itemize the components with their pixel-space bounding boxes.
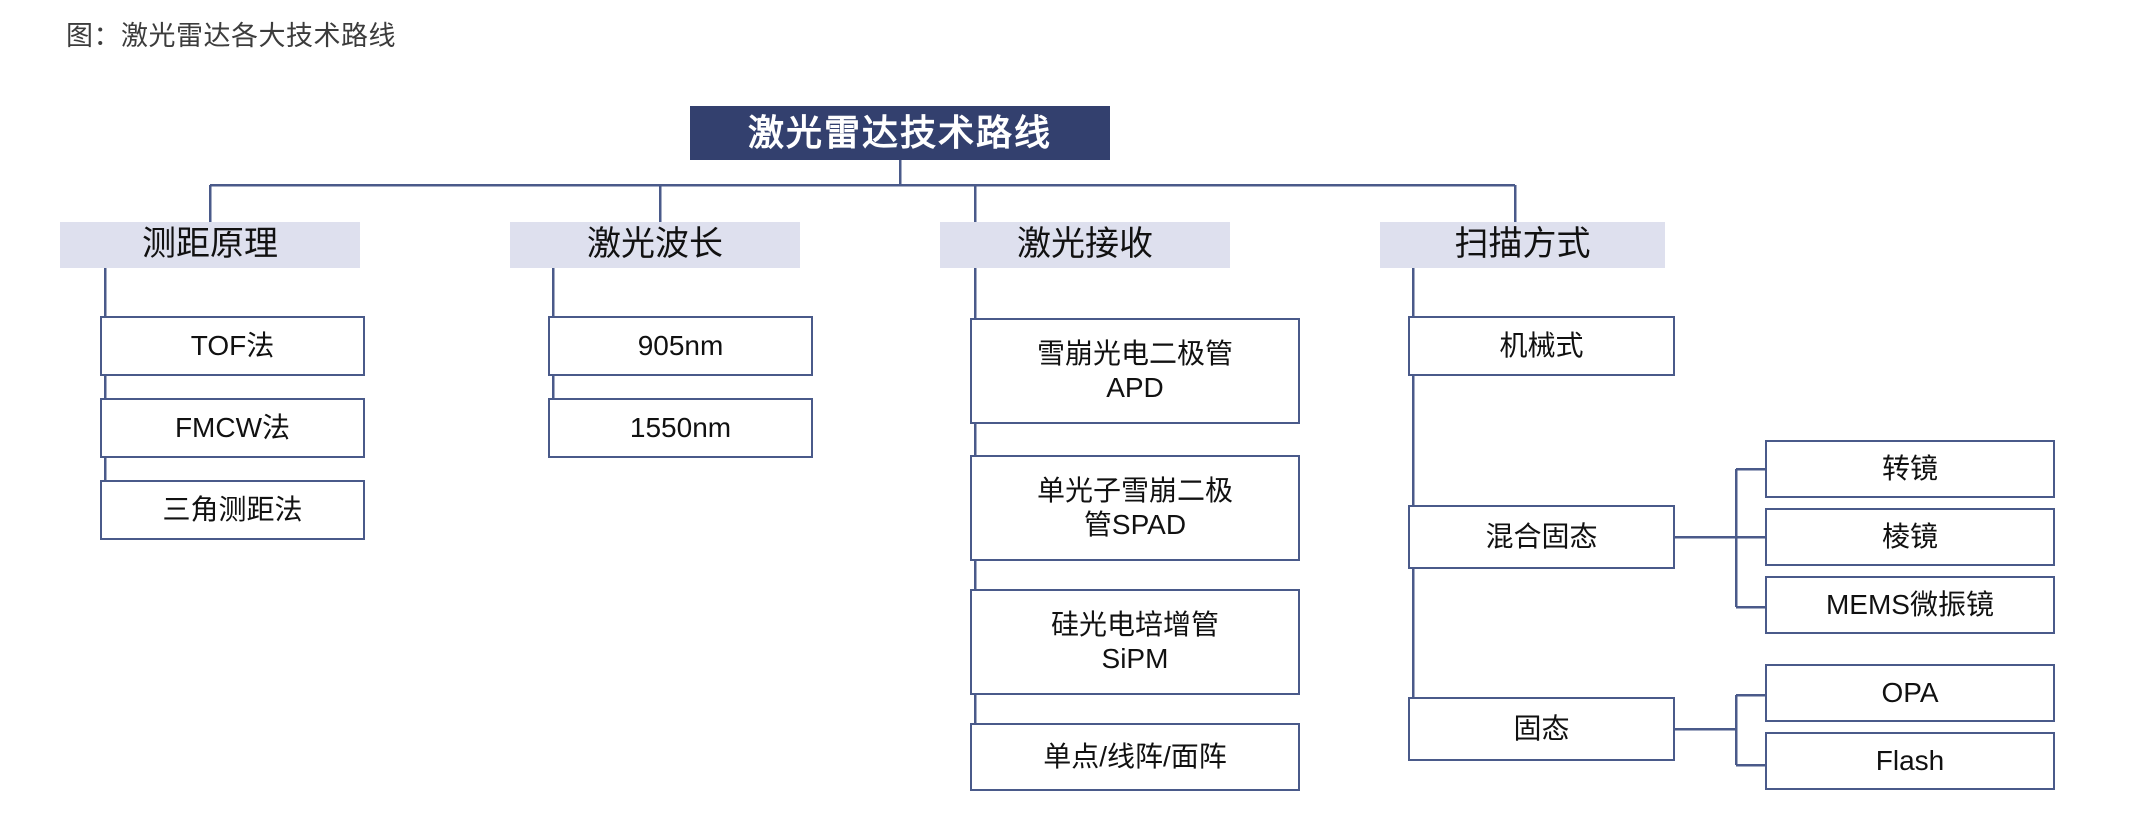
root-node[interactable]: 激光雷达技术路线 <box>690 106 1110 160</box>
leaf-sipm[interactable]: 硅光电培增管 SiPM <box>970 589 1300 695</box>
leaf-905nm[interactable]: 905nm <box>548 316 813 376</box>
category-scanning-method[interactable]: 扫描方式 <box>1380 222 1665 268</box>
leaf-fmcw[interactable]: FMCW法 <box>100 398 365 458</box>
leaf-solid-state[interactable]: 固态 <box>1408 697 1675 761</box>
leaf-rotating-mirror[interactable]: 转镜 <box>1765 440 2055 498</box>
category-ranging-principle[interactable]: 测距原理 <box>60 222 360 268</box>
leaf-prism[interactable]: 棱镜 <box>1765 508 2055 566</box>
leaf-tof[interactable]: TOF法 <box>100 316 365 376</box>
leaf-opa[interactable]: OPA <box>1765 664 2055 722</box>
leaf-mems-mirror[interactable]: MEMS微振镜 <box>1765 576 2055 634</box>
leaf-triangulation[interactable]: 三角测距法 <box>100 480 365 540</box>
leaf-1550nm[interactable]: 1550nm <box>548 398 813 458</box>
leaf-spad[interactable]: 单光子雪崩二极 管SPAD <box>970 455 1300 561</box>
leaf-hybrid-solid-state[interactable]: 混合固态 <box>1408 505 1675 569</box>
leaf-array[interactable]: 单点/线阵/面阵 <box>970 723 1300 791</box>
leaf-flash[interactable]: Flash <box>1765 732 2055 790</box>
leaf-apd[interactable]: 雪崩光电二极管 APD <box>970 318 1300 424</box>
category-laser-wavelength[interactable]: 激光波长 <box>510 222 800 268</box>
figure-caption: 图：激光雷达各大技术路线 <box>66 21 396 51</box>
category-laser-receiving[interactable]: 激光接收 <box>940 222 1230 268</box>
leaf-mechanical[interactable]: 机械式 <box>1408 316 1675 376</box>
